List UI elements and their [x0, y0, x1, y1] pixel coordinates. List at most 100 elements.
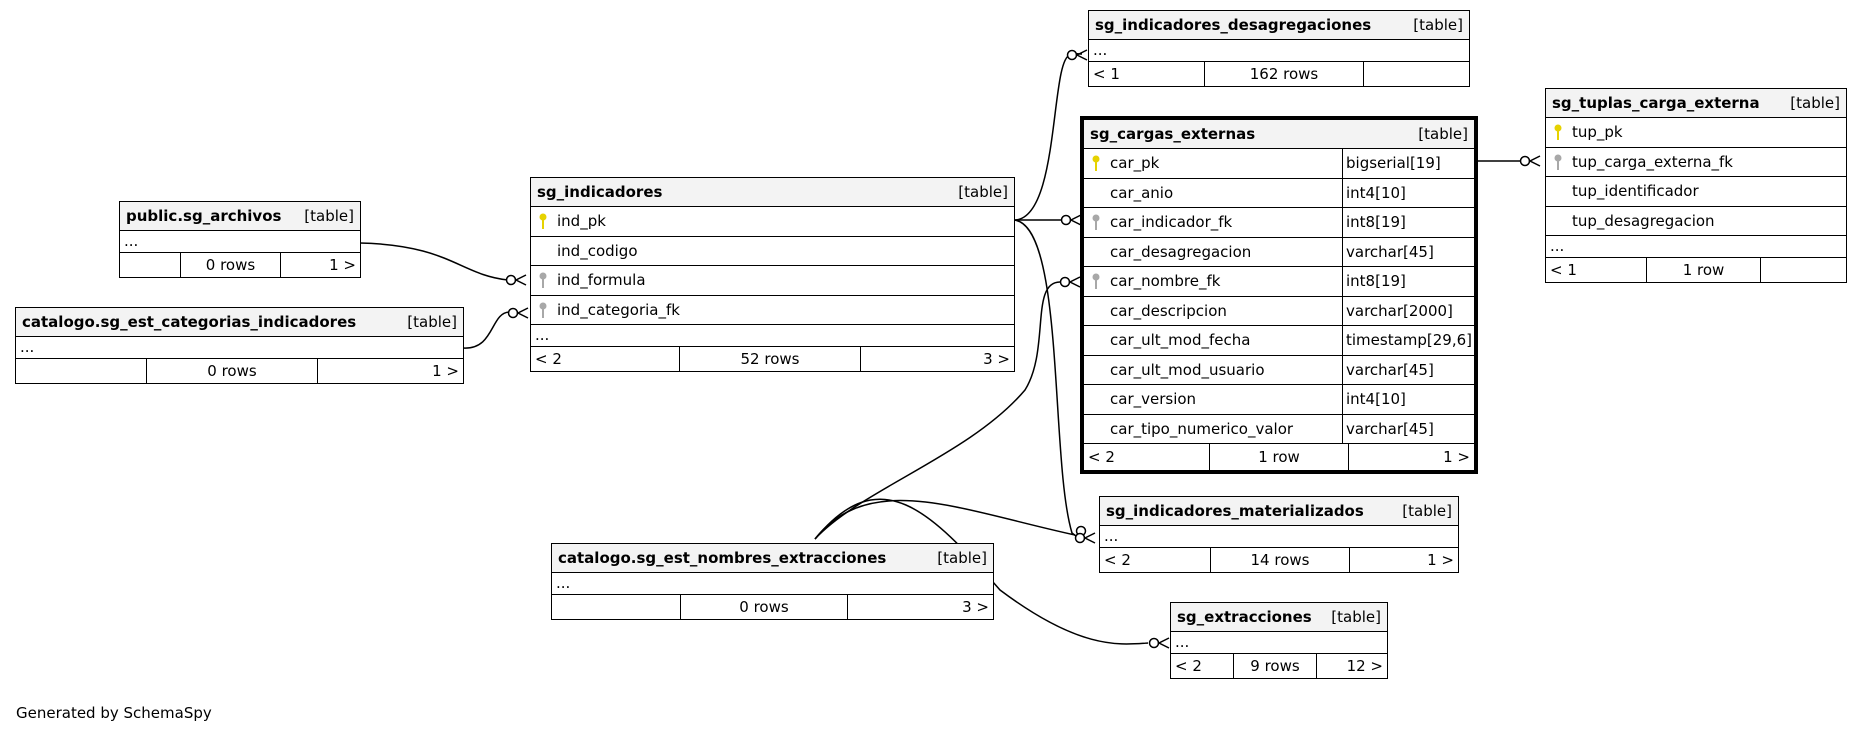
- row-count: 1 row: [1646, 258, 1761, 282]
- row-count: 162 rows: [1204, 62, 1364, 86]
- more-columns: ...: [552, 573, 993, 595]
- column-row: car_ult_mod_fecha timestamp[29,6]: [1084, 326, 1474, 356]
- table-catalogo-sg-est-nombres-extracciones[interactable]: catalogo.sg_est_nombres_extracciones [ta…: [551, 543, 994, 620]
- table-header: public.sg_archivos [table]: [120, 202, 360, 231]
- column-row: car_nombre_fk int8[19]: [1084, 267, 1474, 297]
- column-name: ind_categoria_fk: [557, 300, 680, 319]
- child-count: 1 >: [329, 256, 356, 274]
- column-name: car_ult_mod_usuario: [1110, 360, 1265, 379]
- child-count: 1 >: [1427, 551, 1454, 569]
- column-name: tup_desagregacion: [1572, 211, 1715, 230]
- column-row: car_anio int4[10]: [1084, 178, 1474, 208]
- column-row: car_version int4[10]: [1084, 385, 1474, 415]
- more-columns: ...: [1171, 632, 1387, 654]
- column-row: tup_identificador: [1546, 177, 1846, 207]
- child-count: 12 >: [1346, 657, 1383, 675]
- table-header: sg_indicadores_desagregaciones [table]: [1089, 11, 1469, 40]
- table-footer: 0 rows 3 >: [552, 595, 993, 619]
- column-row: tup_desagregacion: [1546, 207, 1846, 236]
- column-name: ind_formula: [557, 271, 646, 290]
- column-name: ind_codigo: [557, 241, 638, 260]
- table-kind: [table]: [1790, 94, 1840, 112]
- table-sg-cargas-externas[interactable]: sg_cargas_externas [table] car_pk bigser…: [1080, 116, 1478, 474]
- edge-categorias-indicadores: [462, 311, 511, 349]
- table-footer: 0 rows 1 >: [16, 359, 463, 383]
- table-name: sg_cargas_externas: [1090, 125, 1256, 143]
- column-name: car_indicador_fk: [1110, 213, 1233, 232]
- parent-count: [120, 253, 180, 277]
- column-name: car_tipo_numerico_valor: [1110, 419, 1294, 438]
- column-type: int4[10]: [1342, 385, 1474, 414]
- table-public-sg-archivos[interactable]: public.sg_archivos [table] ... 0 rows 1 …: [119, 201, 361, 278]
- parent-count: < 1: [1093, 65, 1120, 83]
- column-name: tup_carga_externa_fk: [1572, 152, 1733, 171]
- generator-credit: Generated by SchemaSpy: [16, 704, 212, 722]
- more-columns: ...: [120, 231, 360, 253]
- row-count: 0 rows: [180, 253, 281, 277]
- more-columns: ...: [1546, 236, 1846, 258]
- table-name: sg_indicadores_desagregaciones: [1095, 16, 1372, 34]
- table-sg-indicadores-desagregaciones[interactable]: sg_indicadores_desagregaciones [table] .…: [1088, 10, 1470, 87]
- column-row: tup_carga_externa_fk: [1546, 148, 1846, 177]
- primary-key-icon: [1088, 154, 1104, 172]
- table-header: sg_indicadores [table]: [531, 178, 1014, 207]
- child-count: [1364, 62, 1469, 86]
- column-name: tup_identificador: [1572, 182, 1699, 201]
- more-columns: ...: [16, 337, 463, 359]
- column-name: tup_pk: [1572, 123, 1623, 142]
- table-footer: < 2 52 rows 3 >: [531, 347, 1014, 371]
- column-row: car_desagregacion varchar[45]: [1084, 237, 1474, 267]
- table-kind: [table]: [937, 549, 987, 567]
- column-name: car_descripcion: [1110, 301, 1227, 320]
- parent-count: < 1: [1550, 261, 1577, 279]
- table-footer: 0 rows 1 >: [120, 253, 360, 277]
- table-kind: [table]: [1418, 125, 1468, 143]
- table-header: catalogo.sg_est_nombres_extracciones [ta…: [552, 544, 993, 573]
- table-header: sg_extracciones [table]: [1171, 603, 1387, 632]
- parent-count: < 2: [1088, 448, 1115, 466]
- table-footer: < 2 1 row 1 >: [1084, 444, 1474, 470]
- table-footer: < 1 1 row: [1546, 258, 1846, 282]
- table-kind: [table]: [1413, 16, 1463, 34]
- table-sg-indicadores-materializados[interactable]: sg_indicadores_materializados [table] ..…: [1099, 496, 1459, 573]
- primary-key-icon: [535, 212, 551, 230]
- column-row: tup_pk: [1546, 118, 1846, 148]
- column-row: car_pk bigserial[19]: [1084, 149, 1474, 179]
- table-sg-tuplas-carga-externa[interactable]: sg_tuplas_carga_externa [table] tup_pk t…: [1545, 88, 1847, 283]
- table-name: catalogo.sg_est_categorias_indicadores: [22, 313, 357, 331]
- column-row: ind_categoria_fk: [531, 296, 1014, 325]
- table-kind: [table]: [1402, 502, 1452, 520]
- column-type: varchar[2000]: [1342, 296, 1474, 325]
- edge-indicadores-materializados: [1013, 219, 1083, 539]
- column-type: timestamp[29,6]: [1342, 326, 1474, 355]
- column-name: car_pk: [1110, 154, 1160, 173]
- column-name: ind_pk: [557, 212, 606, 231]
- parent-count: < 2: [1104, 551, 1131, 569]
- table-name: catalogo.sg_est_nombres_extracciones: [558, 549, 887, 567]
- parent-count: [16, 359, 146, 383]
- foreign-key-icon: [1088, 272, 1104, 290]
- column-type: varchar[45]: [1342, 414, 1474, 443]
- parent-count: < 2: [535, 350, 562, 368]
- table-name: public.sg_archivos: [126, 207, 282, 225]
- edge-desagregaciones-indicadores: [1013, 53, 1083, 221]
- column-type: varchar[45]: [1342, 355, 1474, 384]
- table-kind: [table]: [1331, 608, 1381, 626]
- table-name: sg_indicadores_materializados: [1106, 502, 1364, 520]
- column-row: car_descripcion varchar[2000]: [1084, 296, 1474, 326]
- table-kind: [table]: [407, 313, 457, 331]
- table-catalogo-sg-est-categorias-indicadores[interactable]: catalogo.sg_est_categorias_indicadores […: [15, 307, 464, 384]
- column-name: car_version: [1110, 390, 1197, 409]
- table-sg-indicadores[interactable]: sg_indicadores [table] ind_pk ind_codigo…: [530, 177, 1015, 372]
- edge-archivos-indicadores: [359, 242, 509, 281]
- edge-nombres-materializados: [814, 499, 1076, 540]
- table-footer: < 2 9 rows 12 >: [1171, 654, 1387, 678]
- child-count: 1 >: [432, 362, 459, 380]
- table-footer: < 2 14 rows 1 >: [1100, 548, 1458, 572]
- column-row: ind_codigo: [531, 237, 1014, 266]
- table-sg-extracciones[interactable]: sg_extracciones [table] ... < 2 9 rows 1…: [1170, 602, 1388, 679]
- foreign-key-icon: [535, 271, 551, 289]
- row-count: 0 rows: [146, 359, 318, 383]
- table-kind: [table]: [304, 207, 354, 225]
- foreign-key-icon: [1550, 153, 1566, 171]
